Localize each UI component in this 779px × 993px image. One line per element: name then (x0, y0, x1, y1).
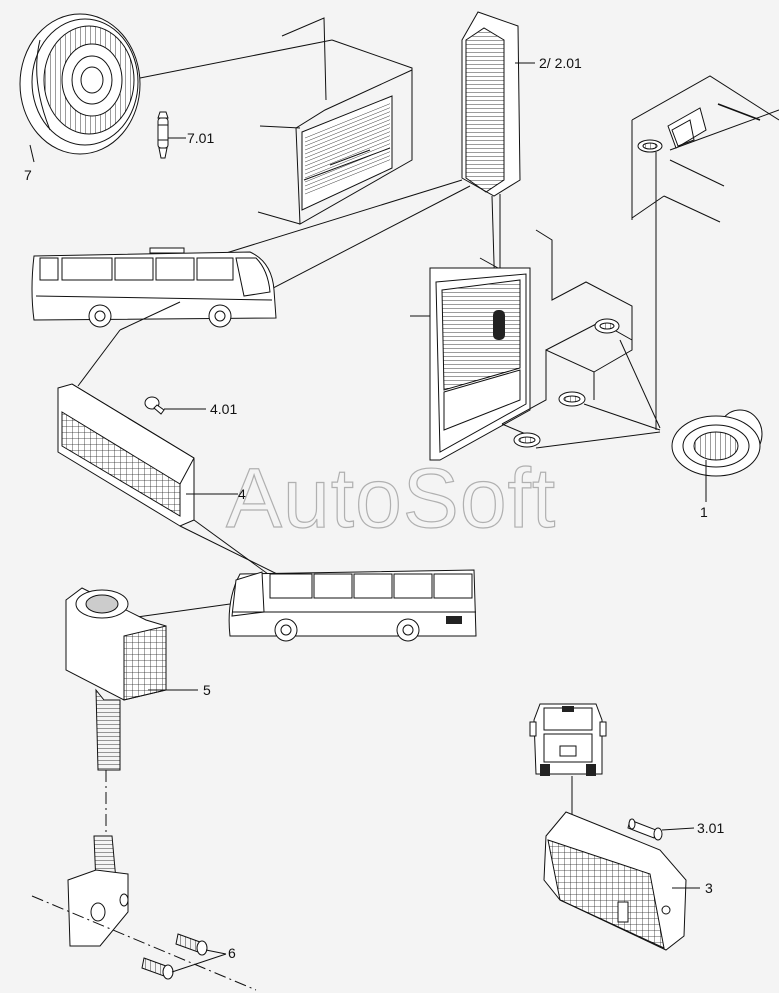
screw-part-6-b (141, 957, 174, 980)
mount-bracket (31, 835, 257, 991)
bus-side-view-middle (228, 569, 477, 642)
tall-lamp-part-2 (461, 11, 521, 197)
side-marker-light-small-3 (513, 432, 541, 448)
label-part-4: 4 (238, 486, 246, 502)
screw-part-6-a (175, 933, 208, 956)
label-part-2: 2/ 2.01 (539, 55, 582, 71)
label-part-3: 3 (705, 880, 713, 896)
oval-marker-light-part-1 (671, 409, 763, 477)
side-marker-light-small-1 (594, 318, 620, 334)
round-lamp-part-7 (19, 13, 141, 155)
bulb-part-3-01 (627, 818, 663, 841)
door-panel-detail (410, 229, 633, 461)
roof-hatch-detail (257, 17, 413, 225)
cube-lamp-part-5 (65, 587, 167, 771)
bus-side-view-top (31, 247, 277, 328)
label-part-5: 5 (203, 682, 211, 698)
label-part-1: 1 (700, 504, 708, 520)
rear-lamp-part-3 (543, 811, 687, 951)
label-part-7: 7 (24, 167, 32, 183)
label-part-3-01: 3.01 (697, 820, 724, 836)
label-part-7-01: 7.01 (187, 130, 214, 146)
bus-rear-view (529, 703, 607, 776)
bulb-part-4-01 (144, 396, 165, 415)
rect-lamp-part-4 (57, 383, 195, 527)
watermark-text: AutoSoft (226, 451, 556, 545)
compartment-detail (631, 75, 779, 223)
side-marker-light-small-2 (558, 391, 586, 407)
bulb-part-7-01 (157, 111, 169, 159)
label-part-6: 6 (228, 945, 236, 961)
label-part-4-01: 4.01 (210, 401, 237, 417)
